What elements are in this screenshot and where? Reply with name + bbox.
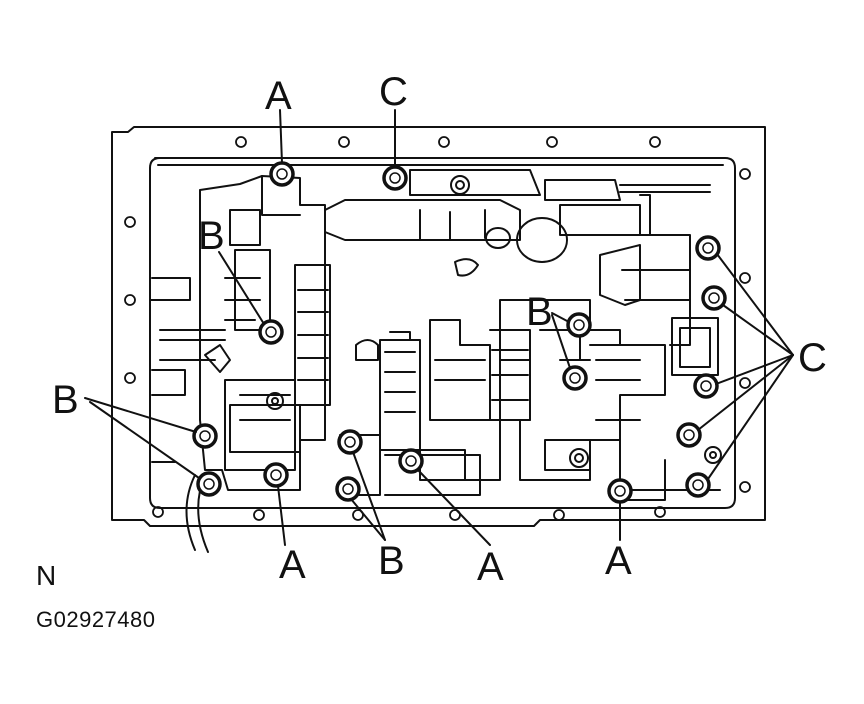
bolt-a-top xyxy=(269,161,295,187)
bolt-a-bottom-left xyxy=(263,462,289,488)
bolt-c-right-3 xyxy=(693,373,719,399)
bolt-a-bottom-right xyxy=(607,478,633,504)
bolt-b-left-1 xyxy=(192,423,218,449)
callout-b-bottom: B xyxy=(378,539,405,583)
bolt-b-center-1 xyxy=(566,312,592,338)
callout-b-center: B xyxy=(526,290,553,334)
bolt-b-bottom-1 xyxy=(337,429,363,455)
callout-b-left-lower: B xyxy=(52,378,79,422)
callout-b-left-upper: B xyxy=(198,214,225,258)
callout-a-bottom-mid: A xyxy=(477,545,504,589)
bolt-b-center-2 xyxy=(562,365,588,391)
bolt-c-right-4 xyxy=(676,422,702,448)
bolt-c-right-1 xyxy=(695,235,721,261)
bolt-c-right-2 xyxy=(701,285,727,311)
pan-inner-outline xyxy=(149,157,736,509)
callout-a-bottom-right: A xyxy=(605,539,632,583)
bolt-b-left-2 xyxy=(196,471,222,497)
view-letter: N xyxy=(36,560,57,591)
bolt-a-bottom-mid xyxy=(398,448,424,474)
flange-bolt-holes xyxy=(124,136,751,521)
bolts xyxy=(192,161,727,504)
callout-a-bottom-left: A xyxy=(279,543,306,587)
callout-a-top: A xyxy=(265,74,292,118)
callout-c-top: C xyxy=(379,70,408,114)
bolt-c-right-5 xyxy=(685,472,711,498)
figure-id: G02927480 xyxy=(36,607,156,632)
bolt-b-left-upper xyxy=(258,319,284,345)
callout-c-right: C xyxy=(798,336,827,380)
bolt-c-top xyxy=(382,165,408,191)
pan-flange-outline xyxy=(111,126,766,527)
leader-lines xyxy=(84,109,794,546)
bolt-b-bottom-2 xyxy=(335,476,361,502)
